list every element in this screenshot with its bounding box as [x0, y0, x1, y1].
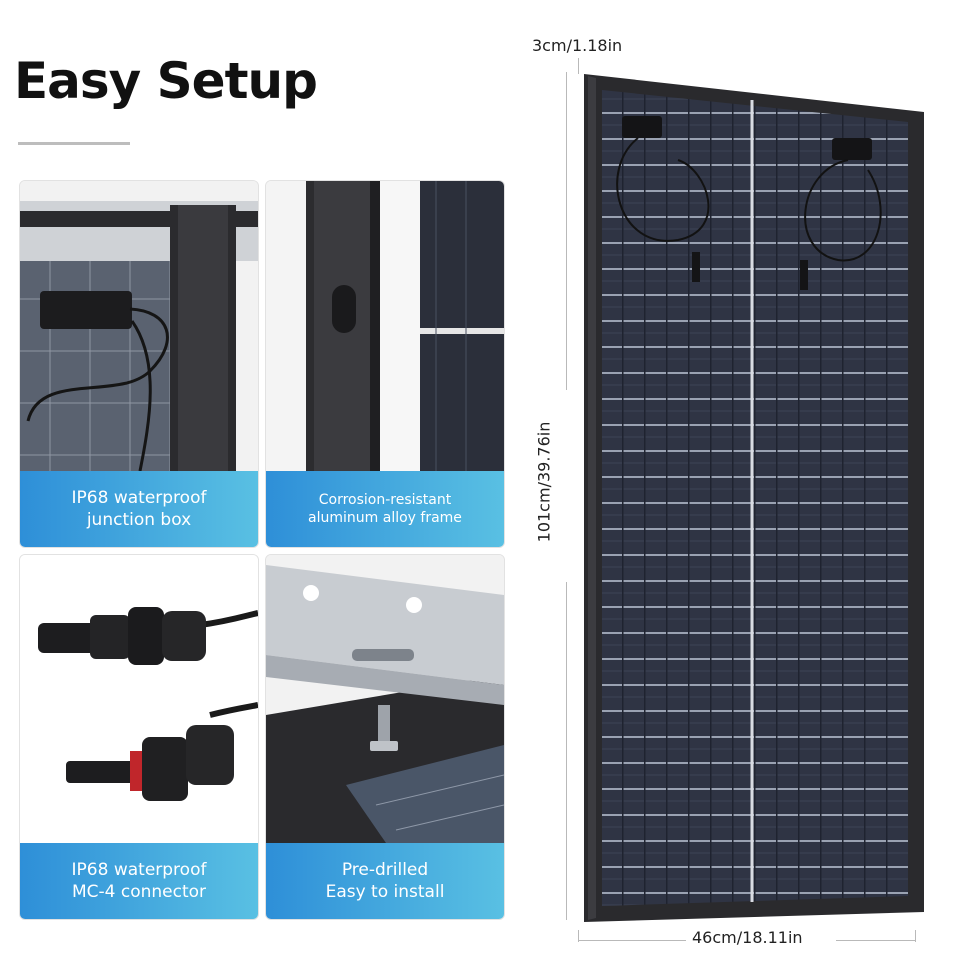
width-tick-right [915, 930, 916, 942]
connector-caption: IP68 waterproof MC-4 connector [20, 843, 258, 919]
caption-line: Easy to install [325, 882, 445, 902]
thickness-tick [578, 58, 579, 74]
caption-line: Pre-drilled [341, 859, 429, 880]
width-line-right [836, 940, 916, 941]
feature-card-frame: Corrosion-resistant aluminum alloy frame [265, 180, 505, 548]
junction-box-photo [20, 181, 258, 471]
caption-line: Corrosion-resistant [318, 491, 452, 508]
junction-box-caption: IP68 waterproof junction box [20, 471, 258, 547]
frame-photo [266, 181, 504, 471]
height-label: 101cm/39.76in [534, 421, 554, 543]
caption-line: aluminum alloy frame [308, 510, 462, 526]
width-line-left [578, 940, 686, 941]
height-line-top [566, 72, 567, 390]
width-tick-left [578, 930, 579, 942]
caption-line: MC-4 connector [71, 882, 207, 902]
page-title: Easy Setup [14, 52, 318, 110]
feature-card-connector: IP68 waterproof MC-4 connector [19, 554, 259, 920]
feature-card-predrilled: Pre-drilled Easy to install [265, 554, 505, 920]
caption-line: IP68 waterproof [71, 487, 207, 508]
caption-line: IP68 waterproof [71, 859, 207, 880]
predrilled-photo [266, 555, 504, 843]
thickness-label: 3cm/1.18in [532, 36, 623, 55]
width-label: 46cm/18.11in [692, 928, 803, 947]
predrilled-caption: Pre-drilled Easy to install [266, 843, 504, 919]
solar-panel-image [578, 60, 930, 922]
frame-caption: Corrosion-resistant aluminum alloy frame [266, 471, 504, 547]
feature-card-junction-box: IP68 waterproof junction box [19, 180, 259, 548]
connector-photo [20, 555, 258, 843]
caption-line: junction box [86, 510, 192, 530]
title-divider [18, 142, 130, 145]
height-line-bottom [566, 582, 567, 920]
